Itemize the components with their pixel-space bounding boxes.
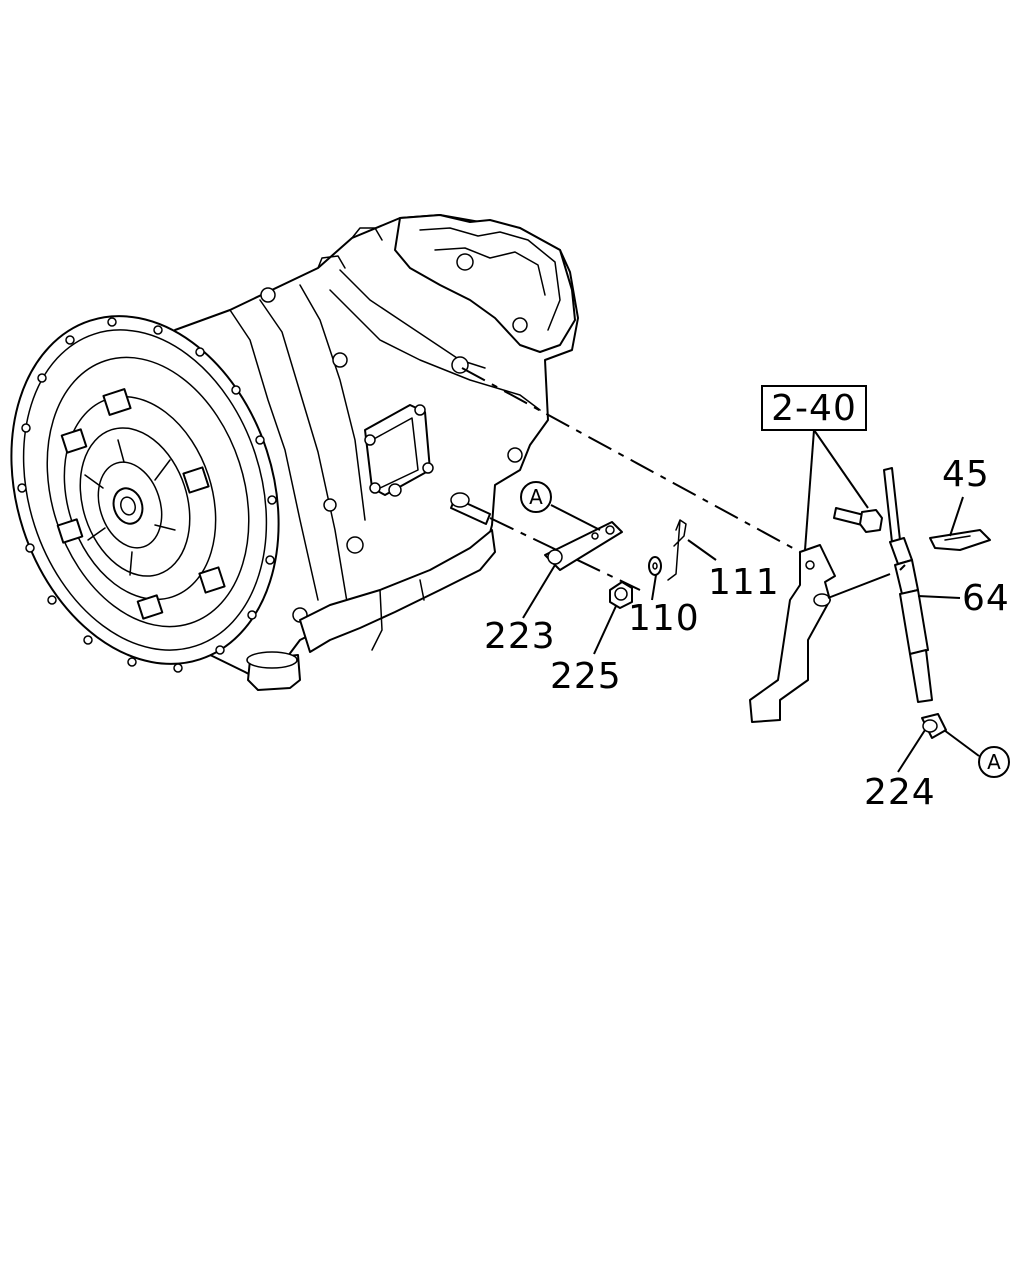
- transmission-assembly: [10, 214, 579, 691]
- connector-mark-a-top: A: [520, 481, 601, 531]
- exploded-parts: [461, 367, 991, 739]
- centerline-bracket: [461, 367, 801, 553]
- label-111: 111: [708, 562, 780, 603]
- label-45: 45: [942, 454, 990, 495]
- label-225: 225: [550, 656, 622, 697]
- cable-part: [883, 467, 901, 543]
- connector-letter-top: A: [529, 485, 543, 509]
- bracket-part: [749, 544, 836, 723]
- pin-part: [667, 519, 687, 581]
- label-224: 224: [864, 772, 936, 813]
- ref-box-2-40: 2-40: [761, 385, 869, 551]
- connector-mark-a-right: A: [943, 729, 1010, 778]
- clip-part: [929, 529, 991, 551]
- callouts: 45 64 110 111 223 224 225: [484, 454, 1010, 813]
- label-110: 110: [628, 598, 700, 639]
- connector-letter-right: A: [987, 750, 1001, 774]
- label-64: 64: [962, 578, 1010, 619]
- label-223: 223: [484, 616, 556, 657]
- ref-box-label: 2-40: [771, 388, 857, 429]
- washer-part: [648, 556, 662, 576]
